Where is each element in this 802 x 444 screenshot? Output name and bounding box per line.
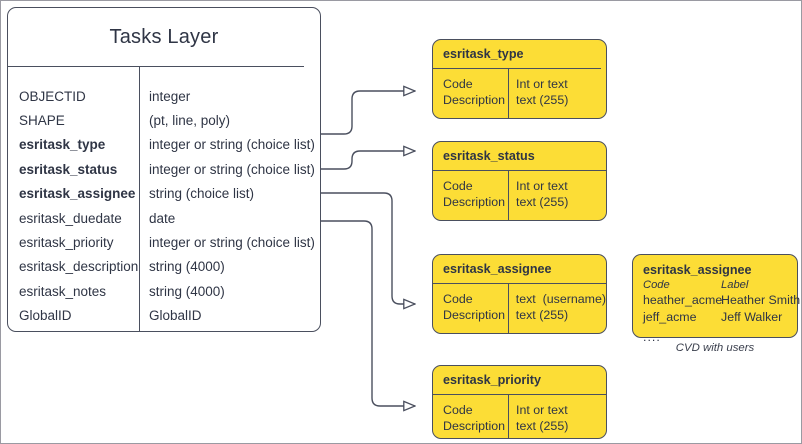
- domain-code-column: Code Description: [443, 179, 505, 209]
- title-divider: [433, 283, 606, 284]
- title-divider: [433, 68, 601, 69]
- domain-type-column: Int or text text (255): [516, 179, 569, 209]
- title-divider: [8, 66, 304, 67]
- field-row-esritask-priority: esritask_priority integer or string (cho…: [8, 230, 320, 254]
- connector-status: [321, 151, 415, 170]
- field-type: (pt, line, poly): [149, 113, 231, 129]
- column-divider: [139, 66, 140, 331]
- domain-type-column: Int or text text (255): [516, 403, 569, 433]
- field-type: date: [149, 210, 176, 226]
- domain-box-body: Code Description Int or text text (255): [433, 68, 606, 118]
- field-row-esritask-assignee: esritask_assignee string (choice list): [8, 182, 320, 206]
- field-name: esritask_priority: [19, 235, 114, 251]
- field-row-objectid: OBJECTID integer: [8, 84, 320, 108]
- field-type: string (choice list): [149, 186, 255, 202]
- cvd-users-box: esritask_assignee Code Label heather_acm…: [632, 254, 801, 344]
- cvd-label: Jeff Walker: [721, 309, 783, 324]
- field-row-esritask-description: esritask_description string (4000): [8, 255, 320, 279]
- cvd-row: jeff_acme Jeff Walker: [643, 309, 797, 326]
- field-row-esritask-duedate: esritask_duedate date: [8, 206, 320, 230]
- field-name: SHAPE: [19, 113, 65, 129]
- cvd-code: jeff_acme: [643, 309, 697, 324]
- domain-box-esritask-type: esritask_type Code Description Int or te…: [432, 39, 607, 119]
- column-divider: [508, 283, 509, 333]
- cvd-header-code: Code: [643, 279, 670, 291]
- field-row-shape: SHAPE (pt, line, poly): [8, 108, 320, 132]
- domain-code-column: Code Description: [443, 403, 505, 433]
- domain-box-body: Code Description text (username) text (2…: [433, 283, 606, 333]
- field-name: GlobalID: [19, 308, 72, 324]
- field-name: esritask_type: [19, 137, 106, 153]
- domain-box-title: esritask_assignee: [443, 262, 552, 276]
- field-name: esritask_status: [19, 161, 118, 177]
- domain-box-title: esritask_status: [443, 149, 535, 163]
- field-name: esritask_notes: [19, 283, 107, 299]
- field-row-esritask-notes: esritask_notes string (4000): [8, 279, 320, 303]
- cvd-label: Heather Smith: [721, 293, 801, 307]
- field-type: string (4000): [149, 259, 225, 275]
- field-type: string (4000): [149, 283, 225, 299]
- field-list: OBJECTID integer SHAPE (pt, line, poly) …: [8, 66, 320, 331]
- cvd-title: esritask_assignee: [643, 263, 752, 277]
- title-divider: [433, 170, 606, 171]
- cvd-header-label: Label: [721, 279, 749, 291]
- field-type: integer or string (choice list): [149, 235, 315, 251]
- domain-type-column: Int or text text (255): [516, 77, 569, 107]
- cvd-row: heather_acme Heather Smith: [643, 292, 801, 309]
- field-name: esritask_assignee: [19, 186, 136, 202]
- field-row-esritask-status: esritask_status integer or string (choic…: [8, 157, 320, 181]
- domain-code-column: Code Description: [443, 292, 505, 322]
- domain-box-body: Code Description Int or text text (255): [433, 170, 606, 220]
- domain-box-body: Code Description Int or text text (255): [433, 394, 606, 438]
- field-row-globalid: GlobalID GlobalID: [8, 304, 320, 328]
- column-divider: [508, 170, 509, 220]
- field-name: esritask_duedate: [19, 210, 122, 226]
- column-divider: [508, 68, 509, 118]
- domain-box-title: esritask_type: [443, 47, 524, 61]
- cvd-caption: CVD with users: [675, 342, 755, 354]
- domain-box-esritask-priority: esritask_priority Code Description Int o…: [432, 365, 607, 439]
- field-row-esritask-type: esritask_type integer or string (choice …: [8, 133, 320, 157]
- domain-type-column: text (username) text (255): [515, 292, 606, 322]
- cvd-header-row: Code Label: [643, 278, 797, 292]
- domain-box-esritask-assignee: esritask_assignee Code Description text …: [432, 254, 607, 334]
- domain-box-title: esritask_priority: [443, 373, 542, 387]
- tasks-layer-entity: Tasks Layer OBJECTID integer SHAPE (pt, …: [7, 7, 321, 332]
- connector-assignee: [321, 192, 415, 304]
- connector-type: [321, 91, 415, 135]
- domain-code-column: Code Description: [443, 77, 505, 107]
- cvd-code: heather_acme: [643, 293, 723, 307]
- field-type: integer: [149, 88, 191, 104]
- column-divider: [508, 394, 509, 438]
- title-divider: [433, 394, 606, 395]
- domain-box-esritask-status: esritask_status Code Description Int or …: [432, 141, 607, 221]
- cvd-ellipsis: ....: [643, 330, 661, 344]
- connector-priority: [321, 220, 415, 406]
- field-type: GlobalID: [149, 308, 202, 324]
- field-name: OBJECTID: [19, 88, 86, 104]
- field-type: integer or string (choice list): [149, 161, 315, 177]
- field-name: esritask_description: [19, 259, 139, 275]
- field-type: integer or string (choice list): [149, 137, 315, 153]
- page-title: Tasks Layer: [109, 25, 219, 48]
